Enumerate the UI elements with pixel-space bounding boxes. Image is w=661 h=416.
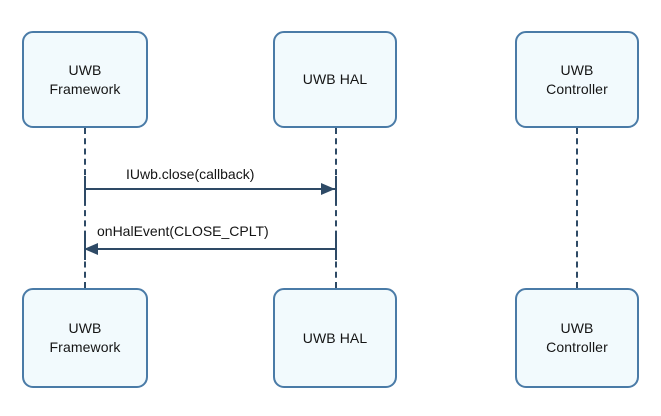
participant-box-framework-top[interactable]: UWB Framework bbox=[22, 31, 148, 128]
lifeline-hal bbox=[335, 128, 337, 288]
message-label-2: onHalEvent(CLOSE_CPLT) bbox=[97, 223, 269, 239]
message-2-arrowhead-icon bbox=[84, 243, 98, 255]
participant-box-framework-bottom[interactable]: UWB Framework bbox=[22, 288, 148, 388]
participant-box-hal-bottom[interactable]: UWB HAL bbox=[273, 288, 397, 388]
message-label-1: IUwb.close(callback) bbox=[126, 166, 255, 182]
participant-box-controller-bottom[interactable]: UWB Controller bbox=[515, 288, 639, 388]
message-2-source-cap bbox=[335, 236, 337, 260]
participant-label-hal-bottom: UWB HAL bbox=[302, 329, 368, 346]
message-1-arrowhead-icon bbox=[321, 183, 335, 195]
participant-label-controller-bottom: UWB Controller bbox=[546, 320, 608, 355]
message-2-line[interactable] bbox=[84, 248, 335, 250]
participant-label-framework-bottom: UWB Framework bbox=[49, 320, 121, 355]
message-1-line[interactable] bbox=[84, 188, 335, 190]
participant-box-hal-top[interactable]: UWB HAL bbox=[273, 31, 397, 128]
lifeline-framework bbox=[84, 128, 86, 288]
lifeline-controller bbox=[576, 128, 578, 288]
participant-label-framework-top: UWB Framework bbox=[49, 61, 121, 97]
participant-label-hal-top: UWB HAL bbox=[302, 71, 368, 88]
participant-label-controller-top: UWB Controller bbox=[546, 61, 608, 97]
message-1-target-cap bbox=[335, 176, 337, 200]
participant-box-controller-top[interactable]: UWB Controller bbox=[515, 31, 639, 128]
